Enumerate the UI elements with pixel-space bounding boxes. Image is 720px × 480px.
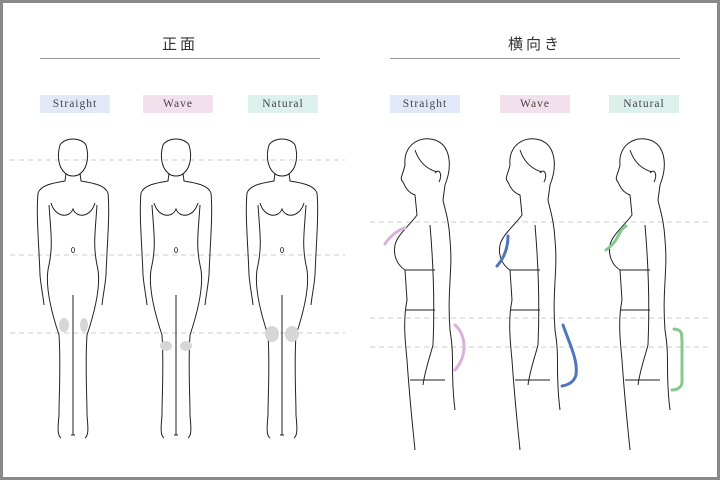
shoulder-mark-natural <box>604 224 628 252</box>
front-label-wave: Wave <box>143 95 213 113</box>
side-label-wave: Wave <box>500 95 570 113</box>
front-label-straight: Straight <box>40 95 110 113</box>
knee-marks <box>59 318 299 351</box>
side-title-rule <box>390 58 680 59</box>
front-figure-natural <box>245 138 319 439</box>
front-label-natural: Natural <box>248 95 318 113</box>
side-figure-straight <box>393 138 456 451</box>
front-figure-wave <box>139 138 213 439</box>
side-view-title: 横向き <box>507 35 562 53</box>
front-figure-straight <box>36 138 110 439</box>
hip-mark-straight <box>453 323 466 372</box>
side-figure-natural <box>608 138 671 451</box>
hip-mark-natural <box>670 327 684 392</box>
side-guide-lines <box>370 221 712 348</box>
side-label-straight: Straight <box>390 95 460 113</box>
front-guide-lines <box>10 159 345 334</box>
hip-mark-wave <box>560 323 578 388</box>
side-label-natural: Natural <box>609 95 679 113</box>
side-figure-wave <box>498 138 561 451</box>
chest-mark-wave <box>495 234 510 268</box>
bust-mark-straight <box>383 226 407 246</box>
front-title-rule <box>40 58 320 59</box>
front-view-title: 正面 <box>161 35 198 53</box>
